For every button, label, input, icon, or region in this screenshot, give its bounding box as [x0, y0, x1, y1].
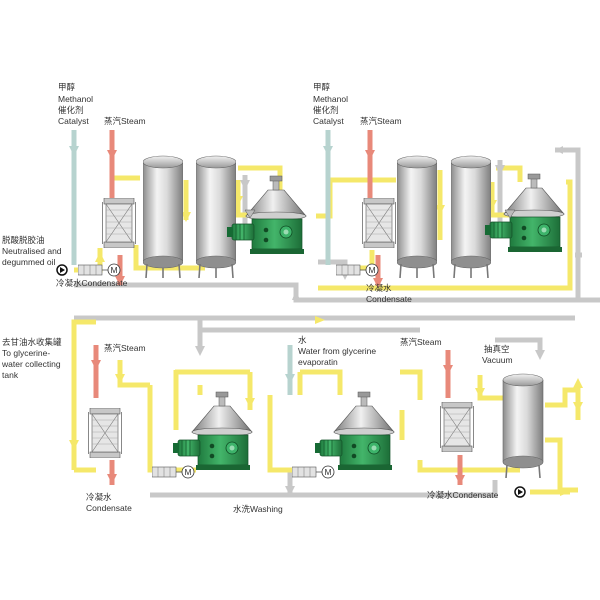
condensate-label-4: 冷凝水Condensate: [427, 490, 499, 500]
svg-text:tank: tank: [2, 370, 19, 380]
svg-text:To glycerine-: To glycerine-: [2, 348, 50, 358]
heat-exchanger-2: [362, 198, 396, 248]
steam-label-4: 蒸汽Steam: [400, 337, 442, 347]
reactor-vessel-2: [196, 155, 236, 279]
vacuum-dryer: [502, 373, 544, 479]
discharge-pump-icon: [514, 486, 526, 498]
svg-text:water collecting: water collecting: [1, 359, 61, 369]
steam-label-2: 蒸汽Steam: [360, 116, 402, 126]
svg-text:Water from glycerine: Water from glycerine: [298, 346, 376, 356]
feed-label: 脱酸脱胶油 Neutralised and degummed oil: [2, 235, 62, 267]
motor-symbol-3: M: [185, 467, 192, 477]
reactor-vessel-3: [397, 155, 437, 279]
svg-text:Vacuum: Vacuum: [482, 355, 513, 365]
flow-arrows: [69, 146, 583, 496]
feed-pump-icon: [56, 264, 68, 276]
svg-text:冷凝水: 冷凝水: [86, 492, 112, 502]
svg-text:Catalyst: Catalyst: [313, 116, 344, 126]
svg-text:Condensate: Condensate: [86, 503, 132, 513]
motor-symbol-1: M: [111, 265, 118, 275]
svg-text:Neutralised and: Neutralised and: [2, 246, 62, 256]
washing-label: 水洗Washing: [233, 504, 283, 514]
steam-label-3: 蒸汽Steam: [104, 343, 146, 353]
glycerine-tank-label: 去甘油水收集罐 To glycerine- water collecting t…: [1, 337, 62, 380]
svg-text:甲醇: 甲醇: [58, 82, 76, 92]
heat-exchanger-1: [102, 198, 136, 248]
vacuum-label: 抽真空 Vacuum: [482, 344, 513, 365]
svg-text:Methanol: Methanol: [313, 94, 348, 104]
condensate-label-2: 冷凝水 Condensate: [366, 283, 412, 304]
svg-text:水: 水: [298, 335, 307, 345]
methanol-catalyst-label-2: 甲醇 Methanol 催化剂 Catalyst: [313, 82, 348, 126]
svg-text:Catalyst: Catalyst: [58, 116, 89, 126]
svg-text:抽真空: 抽真空: [484, 344, 510, 354]
reactor-vessel-4: [451, 155, 491, 279]
svg-text:degummed oil: degummed oil: [2, 257, 56, 267]
svg-text:Methanol: Methanol: [58, 94, 93, 104]
heat-exchanger-3: [88, 408, 122, 458]
methanol-catalyst-label-1: 甲醇 Methanol 催化剂 Catalyst: [58, 82, 93, 126]
svg-text:去甘油水收集罐: 去甘油水收集罐: [2, 337, 62, 347]
svg-text:冷凝水: 冷凝水: [366, 283, 392, 293]
svg-text:evaporatin: evaporatin: [298, 357, 338, 367]
svg-text:脱酸脱胶油: 脱酸脱胶油: [2, 235, 45, 245]
reactor-vessel-1: [143, 155, 183, 279]
valve-icon: [244, 209, 516, 219]
separator-3: [172, 391, 253, 471]
condensate-label-3: 冷凝水 Condensate: [86, 492, 132, 513]
heat-exchanger-4: [440, 402, 474, 452]
water-label: 水 Water from glycerine evaporatin: [298, 335, 376, 367]
motor-symbol-4: M: [325, 467, 332, 477]
separator-4: [314, 391, 395, 471]
svg-text:甲醇: 甲醇: [313, 82, 331, 92]
motor-symbol-2: M: [369, 265, 376, 275]
svg-text:Condensate: Condensate: [366, 294, 412, 304]
steam-label-1: 蒸汽Steam: [104, 116, 146, 126]
svg-text:催化剂: 催化剂: [313, 105, 339, 115]
svg-text:催化剂: 催化剂: [58, 105, 84, 115]
condensate-label-1: 冷凝水Condensate: [56, 278, 128, 288]
